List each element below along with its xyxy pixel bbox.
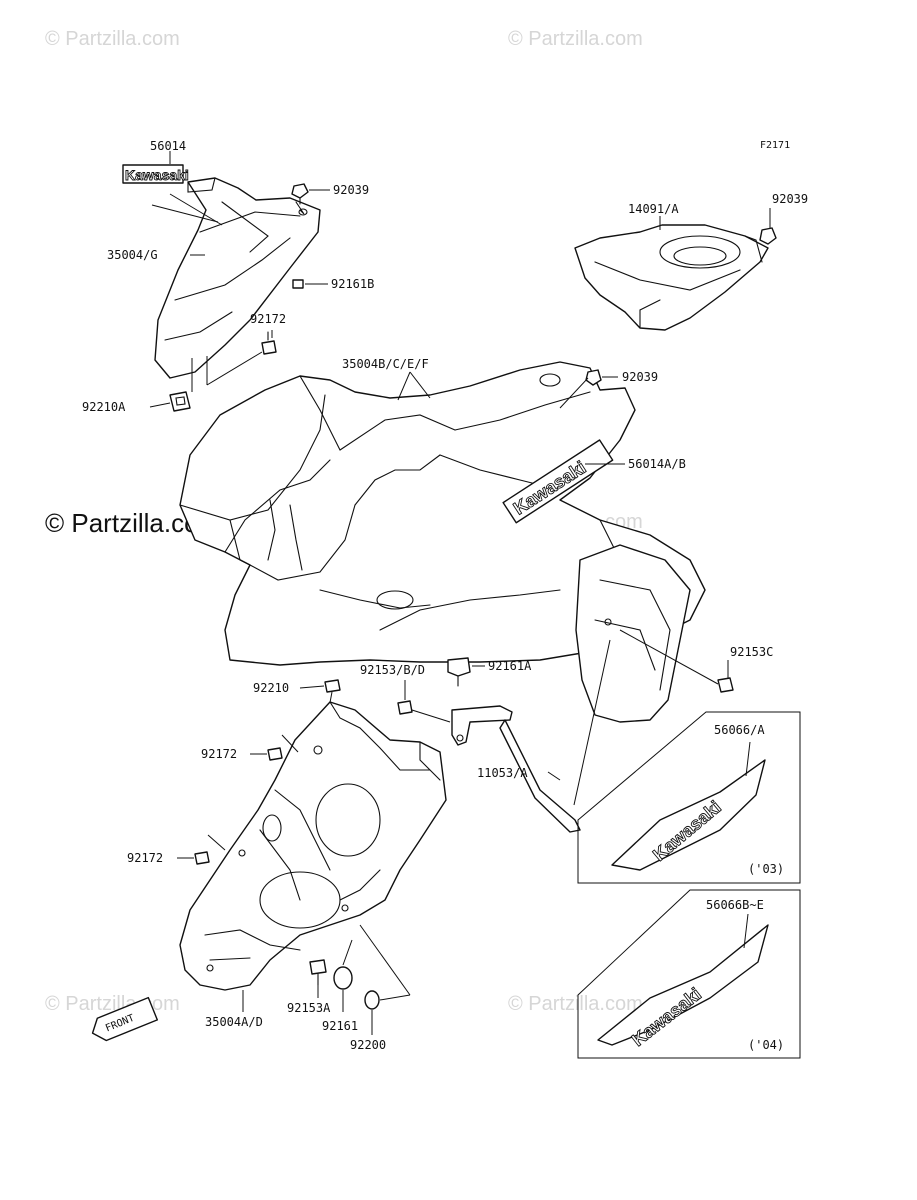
collar-92200	[364, 990, 380, 1010]
label-56066be: 56066B~E	[706, 898, 764, 912]
label-92153bd: 92153/B/D	[360, 663, 425, 677]
label-92161: 92161	[322, 1019, 358, 1033]
front-fender-main	[179, 361, 706, 666]
label-14091a: 14091/A	[628, 202, 679, 216]
screw-92153c	[717, 677, 734, 693]
label-56014: 56014	[150, 139, 186, 153]
screw-92172-mid	[267, 747, 283, 761]
year-label-04: ('04)	[748, 1038, 784, 1052]
screw-92153a	[309, 959, 327, 986]
screw-92172-low	[194, 851, 210, 865]
label-56066a: 56066/A	[714, 723, 765, 737]
watermark-top-left: © Partzilla.com	[45, 28, 180, 50]
watermark-bottom-right: © Partzilla.com	[508, 993, 643, 1015]
screw-92153bd	[397, 700, 413, 715]
tank-cover-14091a	[574, 224, 769, 331]
decal-56014: Kawasaki	[122, 164, 189, 184]
label-92210a: 92210A	[82, 400, 126, 414]
clip-92210	[324, 679, 341, 693]
front-fender-side	[575, 544, 691, 723]
label-35004ad: 35004A/D	[205, 1015, 263, 1029]
front-arrow: FRONT	[91, 996, 159, 1042]
label-56014ab: 56014A/B	[628, 457, 686, 471]
diagram-code: F2171	[760, 140, 790, 151]
label-92153a: 92153A	[287, 1001, 331, 1015]
rubber-92161a	[447, 657, 471, 687]
front-cover-top	[154, 177, 321, 379]
year-label-03: ('03)	[748, 862, 784, 876]
clip-92039-right	[759, 227, 777, 245]
label-92039-mid: 92039	[622, 370, 658, 384]
label-92172-low: 92172	[127, 851, 163, 865]
bracket-11053a	[451, 705, 581, 833]
lower-fender	[179, 701, 447, 991]
label-92172-mid: 92172	[201, 747, 237, 761]
label-92200: 92200	[350, 1038, 386, 1052]
label-92161a: 92161A	[488, 659, 532, 673]
label-35004g: 35004/G	[107, 248, 158, 262]
rubber-92161	[333, 966, 353, 990]
clip-92039-mid	[585, 369, 602, 386]
decal-box-56066a: Kawasaki 56066/A ('03)	[577, 711, 801, 884]
label-92210: 92210	[253, 681, 289, 695]
nut-92161b	[292, 279, 304, 289]
clip-92210a	[169, 391, 191, 412]
label-92161b: 92161B	[331, 277, 374, 291]
watermark-top-right: © Partzilla.com	[508, 28, 643, 50]
decal-box-56066be: Kawasaki 56066B~E ('04)	[577, 889, 801, 1059]
label-92039-top: 92039	[333, 183, 369, 197]
clip-92039-top	[291, 183, 309, 205]
label-92039-right: 92039	[772, 192, 808, 206]
screw-92172-top	[261, 331, 277, 355]
label-11053a: 11053/A	[477, 766, 528, 780]
label-35004bcef: 35004B/C/E/F	[342, 357, 429, 371]
label-92153c: 92153C	[730, 645, 773, 659]
svg-text:Kawasaki: Kawasaki	[125, 167, 189, 183]
label-92172-top: 92172	[250, 312, 286, 326]
